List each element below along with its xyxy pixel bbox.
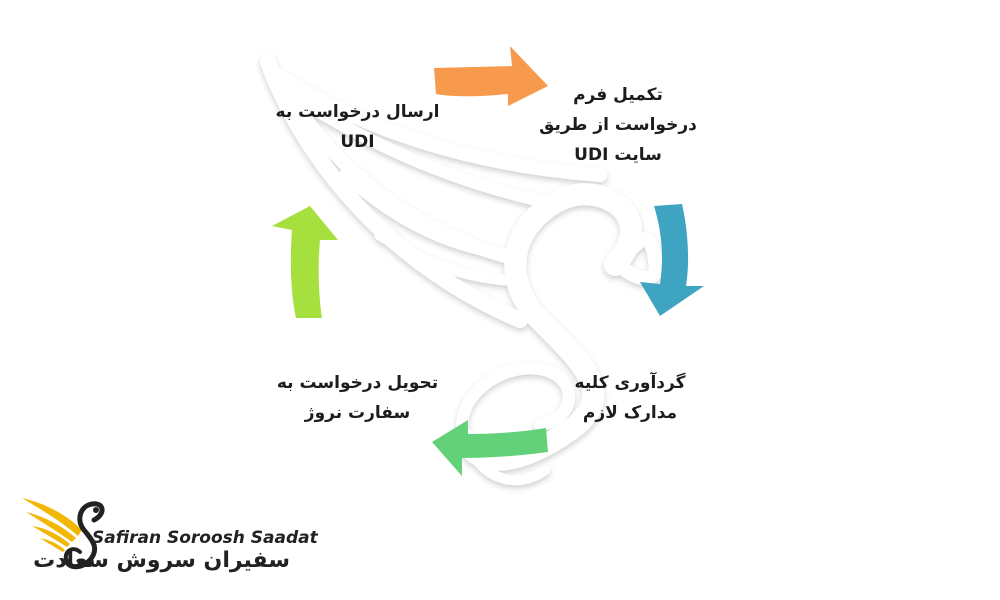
arrow-send-to-form xyxy=(434,46,548,106)
step-label-line: ارسال درخواست به xyxy=(275,102,440,122)
arrow-deliver-to-send xyxy=(272,206,338,318)
step-complete-form: تکمیل فرم درخواست از طریق سایت UDI xyxy=(528,80,708,170)
step-label-line: UDI xyxy=(340,132,375,152)
wing-s-watermark-icon xyxy=(260,54,663,486)
brand-logo: Safiran Soroosh Saadat سفیران سروش سعادت xyxy=(20,490,318,580)
step-label-line: سفارت نروژ xyxy=(304,403,411,423)
arrow-form-to-collect xyxy=(640,204,704,316)
step-send-request-to-udi: ارسال درخواست به UDI xyxy=(270,97,445,157)
step-label-line: سایت UDI xyxy=(574,145,662,165)
step-label-line: مدارک لازم xyxy=(582,403,678,423)
step-label-line: گردآوری کلیه xyxy=(574,373,686,393)
step-deliver-to-embassy: تحویل درخواست به سفارت نروژ xyxy=(270,368,445,428)
step-label-line: تکمیل فرم xyxy=(573,85,663,105)
step-label-line: درخواست از طریق xyxy=(539,115,697,135)
arrow-collect-to-deliver xyxy=(432,420,548,476)
step-label-line: تحویل درخواست به xyxy=(276,373,439,393)
brand-latin-name: Safiran Soroosh Saadat xyxy=(92,528,318,548)
step-collect-documents: گردآوری کلیه مدارک لازم xyxy=(560,368,700,428)
golden-wing-s-logo-icon xyxy=(22,498,105,570)
brand-persian-name: سفیران سروش سعادت xyxy=(33,548,290,573)
